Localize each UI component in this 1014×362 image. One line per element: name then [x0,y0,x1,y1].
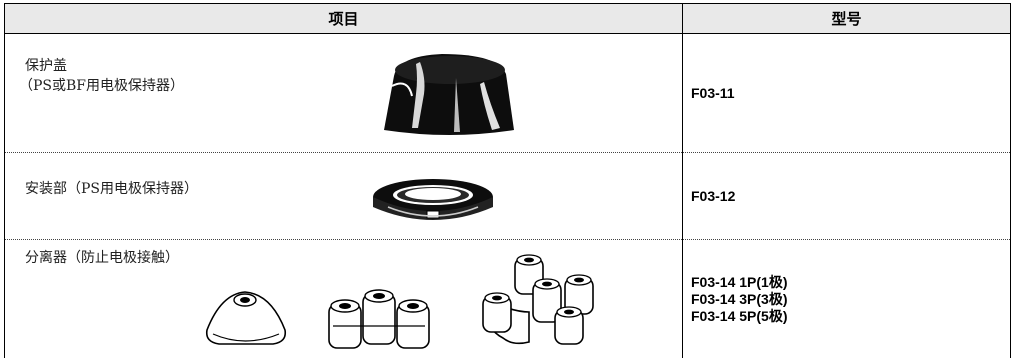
item-cell: 保护盖 （PS或BF用电极保持器） [4,33,683,153]
item-cell: 安装部（PS用电极保持器） [4,152,683,240]
mounting-base-image [373,179,493,220]
model-number: F03-12 [691,187,736,204]
model-number: F03-14 3P(3极) [691,290,788,307]
header-model: 型号 [682,3,1011,34]
separator-5p-image [482,254,594,345]
model-cell: F03-14 1P(1极) F03-14 3P(3极) F03-14 5P(5极… [682,239,1011,358]
separator-3p-image [328,289,430,349]
header-item: 项目 [4,3,683,34]
model-number: F03-14 1P(1极) [691,273,788,290]
accessory-table: 项目 型号 保护盖 （PS或BF用电极保持器） F03-11 安装部（PS用电极 [4,3,1011,358]
table-row: 保护盖 （PS或BF用电极保持器） F03-11 [4,33,1011,153]
model-number: F03-14 5P(5极) [691,307,788,324]
item-cell: 分离器（防止电极接触） [4,239,683,358]
model-number: F03-11 [691,84,735,101]
item-name: 分离器（防止电极接触） [25,250,179,266]
separator-1p-image [205,291,287,345]
item-name: 保护盖 （PS或BF用电极保持器） [19,58,185,94]
model-cell: F03-12 [682,152,1011,240]
item-name: 安装部（PS用电极保持器） [25,181,199,197]
table-row: 分离器（防止电极接触） [4,239,1011,358]
table-row: 安装部（PS用电极保持器） F03-12 [4,152,1011,240]
protective-cover-image [384,54,514,135]
model-cell: F03-11 [682,33,1011,153]
